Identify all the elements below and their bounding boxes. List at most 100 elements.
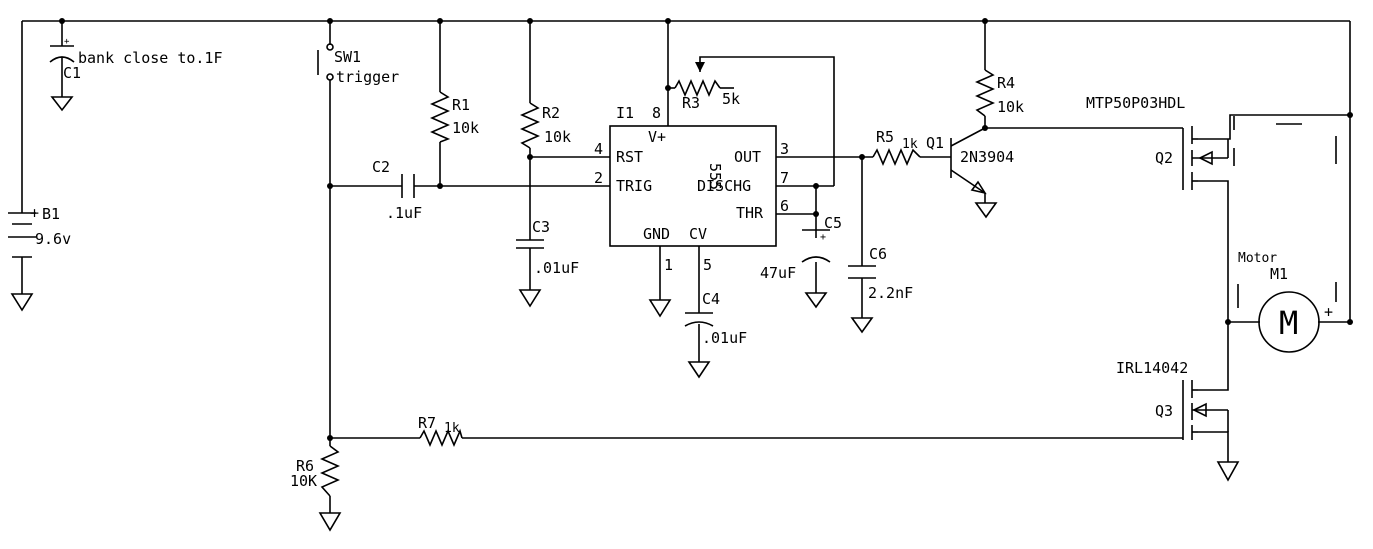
r4-zigzag [975,69,995,117]
r2-value: 10k [544,128,571,146]
r3-value: 5k [722,90,740,108]
r2-ref: R2 [542,104,560,122]
q2-ref: Q2 [1155,149,1173,167]
motor-m1: M Motor M1 + [1238,251,1333,353]
i1-pin-thr-label: THR [736,204,764,222]
junction-dot [437,183,443,189]
q1-ref: Q1 [926,134,944,152]
q3-part-number: IRL14042 [1116,359,1188,377]
m1-symbol: M [1279,304,1298,342]
junction-dot [859,154,865,160]
r5-zigzag [872,147,921,167]
sw1-label: trigger [336,68,399,86]
r1-value: 10k [452,119,479,137]
ground-symbol [50,96,74,112]
q1-emitter [950,169,986,194]
r6-zigzag [320,445,340,497]
mosfet-q3: IRL14042 Q3 [1116,359,1229,440]
junction-dot [665,18,671,24]
resistor-r2: R2 10k [520,102,571,149]
r2-zigzag [520,102,540,149]
annotation-marks [1237,123,1337,308]
ground-symbol [518,289,542,308]
m1-plus-sign: + [1324,303,1333,321]
i1-pin-7-number: 7 [780,169,789,187]
resistor-r6: R6 10K [290,445,340,497]
resistor-r1: R1 10k [430,91,479,143]
ground-symbol [648,299,672,318]
q3-source-wire [1198,431,1229,462]
r7-ref: R7 [418,414,436,432]
potentiometer-r3: R3 5k [674,62,740,112]
i1-pin-8-number: 8 [652,104,661,122]
q2-source-wire [1198,114,1350,140]
i1-body [609,125,777,247]
battery-b1: + B1 9.6v [8,204,71,258]
junction-dot [59,18,65,24]
r3-wiper-arrow [695,62,705,72]
c1-label: bank close to.1F [78,49,223,67]
c4-ref: C4 [702,290,720,308]
resistor-r7: R7 1k [418,414,463,448]
m1-ref: M1 [1270,265,1288,283]
i1-pin-vplus-label: V+ [648,128,666,146]
junction-dot [1347,319,1353,325]
r1-zigzag [430,91,451,143]
i1-pin-cv-label: CV [689,225,707,243]
c5-plus-sign: + [820,232,826,243]
b1-value: 9.6v [35,230,71,248]
i1-pin-rst-label: RST [616,148,643,166]
b1-plus-sign: + [30,204,39,222]
ground-symbol [687,361,711,379]
r6-value: 10K [290,472,317,490]
c4-value: .01uF [702,329,747,347]
q3-body-arrow [1192,402,1207,418]
c3-ref: C3 [532,218,550,236]
b1-ref: B1 [42,205,60,223]
capacitor-c4: C4 .01uF [684,290,747,347]
r4-ref: R4 [997,74,1015,92]
i1-pin-gnd-label: GND [643,225,670,243]
ground-symbol [318,512,342,532]
ground-symbol [804,292,828,309]
i1-pin-6-number: 6 [780,197,789,215]
c5-curved-plate [801,256,831,263]
r7-zigzag [419,428,463,448]
ic-555-i1: I1 8 V+ 4 RST 2 TRIG OUT 3 DISCHG 7 THR … [594,104,789,274]
m1-label: Motor [1238,251,1277,266]
i1-pin-dischg-label: DISCHG [697,177,751,195]
junctions [59,18,1353,441]
junction-dot [327,18,333,24]
i1-pin-1-number: 1 [664,256,673,274]
junction-dot [982,18,988,24]
ground-symbol [850,317,874,334]
ground-symbol [10,293,34,312]
q3-ref: Q3 [1155,402,1173,420]
c3-value: .01uF [534,259,579,277]
c6-ref: C6 [869,245,887,263]
capacitor-c2: C2 .1uF [372,158,422,222]
c2-ref: C2 [372,158,390,176]
sw1-contact [326,73,334,81]
q1-collector [950,127,986,147]
q1-emitter-arrow [970,180,987,195]
r6-ref: R6 [296,457,314,475]
junction-dot [437,18,443,24]
r4-value: 10k [997,98,1024,116]
junction-dot [665,85,671,91]
r3-ref: R3 [682,94,700,112]
i1-pin-2-number: 2 [594,169,603,187]
i1-pin-4-number: 4 [594,140,603,158]
ground-symbol [974,202,998,219]
junction-dot [1347,112,1353,118]
transistor-q1: Q1 2N3904 [926,127,1014,195]
c5-value: 47uF [760,264,796,282]
r5-ref: R5 [876,128,894,146]
r7-value: 1k [444,421,460,436]
capacitor-c6: C6 2.2nF [848,245,913,302]
junction-dot [527,18,533,24]
i1-pin-trig-label: TRIG [616,177,652,195]
sw1-contact [326,43,334,51]
i1-ref: I1 [616,104,634,122]
c5-ref: C5 [824,214,842,232]
